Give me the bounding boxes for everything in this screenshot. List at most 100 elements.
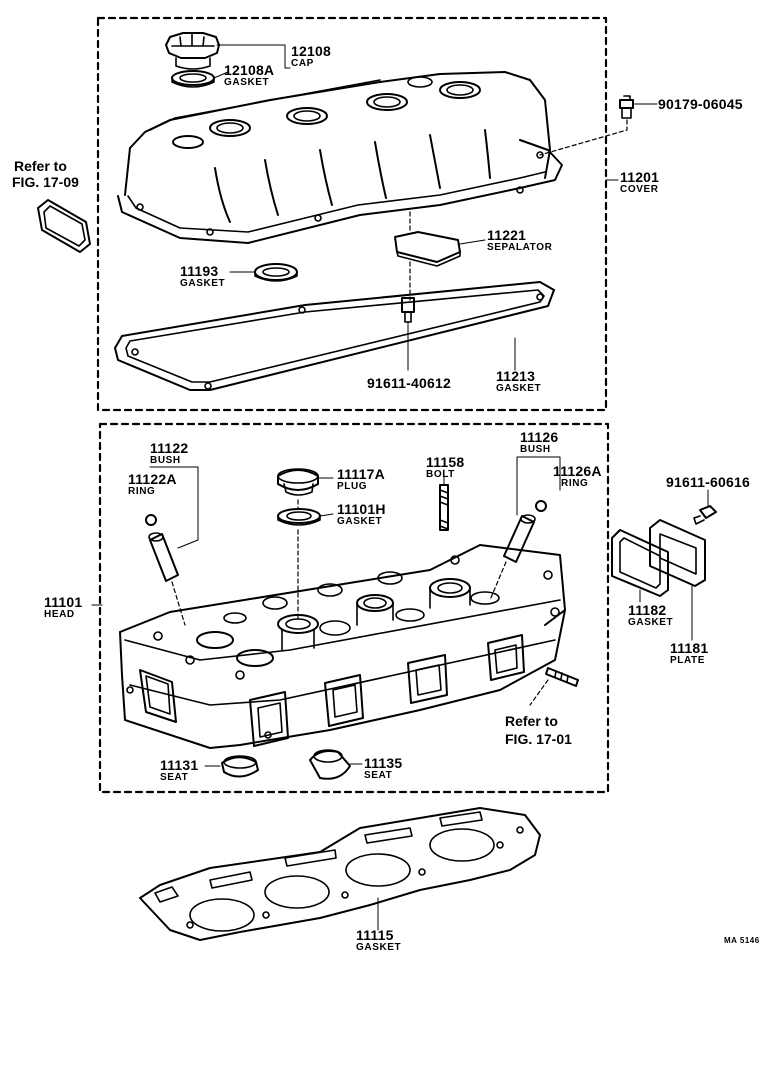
refer-figure: FIG. 17-01 <box>505 731 572 747</box>
part-number: 11158 <box>426 454 465 470</box>
part-name: PLATE <box>670 655 706 666</box>
label-11122: 11122 BUSH <box>150 441 188 466</box>
dashed-90179 <box>539 119 628 156</box>
label-12108a: 12108A GASKET <box>224 63 274 88</box>
part-number: 11126 <box>520 429 559 445</box>
oil-cap-gasket-part <box>171 70 215 88</box>
refer-text: Refer to <box>14 158 67 174</box>
label-12108: 12108 CAP <box>291 44 331 69</box>
part-name: BUSH <box>150 455 181 466</box>
part-name: GASKET <box>224 77 270 88</box>
part-name: CAP <box>291 58 314 69</box>
part-number: 11193 <box>180 263 219 279</box>
head-group-box <box>98 422 610 794</box>
part-name: COVER <box>620 184 659 195</box>
seat-11131-part <box>221 755 259 778</box>
part-number: 11101 <box>44 594 83 610</box>
gasket-11101h-part <box>277 508 321 526</box>
dashed-17-01 <box>529 679 549 706</box>
label-11115: 11115 GASKET <box>356 928 401 953</box>
spark-plug-tube-gasket-part <box>37 199 91 253</box>
label-11101: 11101 HEAD <box>44 595 82 620</box>
part-number: 11221 <box>487 227 527 243</box>
seat-11135-part <box>309 749 351 780</box>
label-11126: 11126 BUSH <box>520 430 558 455</box>
part-number: 11101H <box>337 501 386 517</box>
cylinder-head-part <box>119 544 566 749</box>
part-number: 12108A <box>224 62 275 78</box>
part-number: 11213 <box>496 368 536 384</box>
valve-bush-11126-part <box>503 500 547 563</box>
oil-cap-part <box>165 32 220 70</box>
part-number: 11122 <box>150 440 189 456</box>
refer-fig-17-09: Refer to FIG. 17-09 <box>12 159 79 189</box>
part-name: BOLT <box>426 469 455 480</box>
label-91611-60616: 91611-60616 <box>666 474 750 490</box>
part-number: 11115 <box>356 927 394 943</box>
part-number: 11181 <box>670 640 709 656</box>
label-90179: 90179-06045 <box>658 96 743 112</box>
part-name: SEPALATOR <box>487 242 553 253</box>
label-11117a: 11117A PLUG <box>337 467 385 492</box>
leader-12108 <box>213 44 291 79</box>
part-name: RING <box>561 478 589 489</box>
label-11122a: 11122A RING <box>128 472 177 497</box>
refer-text: Refer to <box>505 713 558 729</box>
part-name: GASKET <box>356 942 402 953</box>
part-name: GASKET <box>628 617 674 628</box>
part-number: 11135 <box>364 755 403 771</box>
part-number: 11117A <box>337 466 385 482</box>
part-name: SEAT <box>364 770 393 781</box>
dashed-11122 <box>171 581 186 626</box>
part-name: GASKET <box>496 383 542 394</box>
label-11181: 11181 PLATE <box>670 641 708 666</box>
part-name: GASKET <box>337 516 383 527</box>
part-name: BUSH <box>520 444 551 455</box>
label-11221: 11221 SEPALATOR <box>487 228 552 253</box>
cover-gasket-part <box>114 281 555 391</box>
refer-fig-17-01: Refer to FIG. 17-01 <box>505 714 572 746</box>
figure-code: MA 5146 <box>724 936 760 945</box>
part-number: 11182 <box>628 602 667 618</box>
label-11193: 11193 GASKET <box>180 264 225 289</box>
part-name: PLUG <box>337 481 368 492</box>
label-11135: 11135 SEAT <box>364 756 402 781</box>
plate-11181-part <box>649 519 706 587</box>
separator-part <box>394 231 461 267</box>
label-11201: 11201 COVER <box>620 170 659 195</box>
cover-group-box <box>96 16 608 412</box>
part-number: 11122A <box>128 471 177 487</box>
plug-seal-gasket-part <box>254 263 298 282</box>
leader-11122 <box>149 466 199 549</box>
dashed-11126 <box>489 561 507 601</box>
part-number: 11201 <box>620 169 660 185</box>
part-number: 11131 <box>160 757 199 773</box>
leader-11101h <box>319 513 334 517</box>
valve-bush-11122-part <box>145 514 179 582</box>
part-name: GASKET <box>180 278 226 289</box>
screw-91611-60616-part <box>693 505 717 525</box>
part-name: HEAD <box>44 609 75 620</box>
label-91611-40612: 91611-40612 <box>367 375 451 391</box>
part-name: SEAT <box>160 772 189 783</box>
label-11126a: 11126A RING <box>553 464 602 489</box>
gasket-11182-part <box>611 529 669 597</box>
part-number: 11126A <box>553 463 602 479</box>
part-name: RING <box>128 486 156 497</box>
head-gasket-part <box>139 807 541 941</box>
label-11182: 11182 GASKET <box>628 603 673 628</box>
stud-bolt-11158-part <box>439 484 449 531</box>
label-11158: 11158 BOLT <box>426 455 464 480</box>
leader-11221 <box>459 239 486 245</box>
label-11131: 11131 SEAT <box>160 758 198 783</box>
head-cover-part <box>117 71 563 244</box>
part-number: 12108 <box>291 43 331 59</box>
plug-11117a-part <box>277 468 319 496</box>
leader-11126 <box>516 456 561 516</box>
label-11213: 11213 GASKET <box>496 369 541 394</box>
label-11101h: 11101H GASKET <box>337 502 386 527</box>
stud-17-01-part <box>545 667 579 687</box>
bolt-90179-part <box>619 95 634 119</box>
refer-figure: FIG. 17-09 <box>12 174 79 190</box>
